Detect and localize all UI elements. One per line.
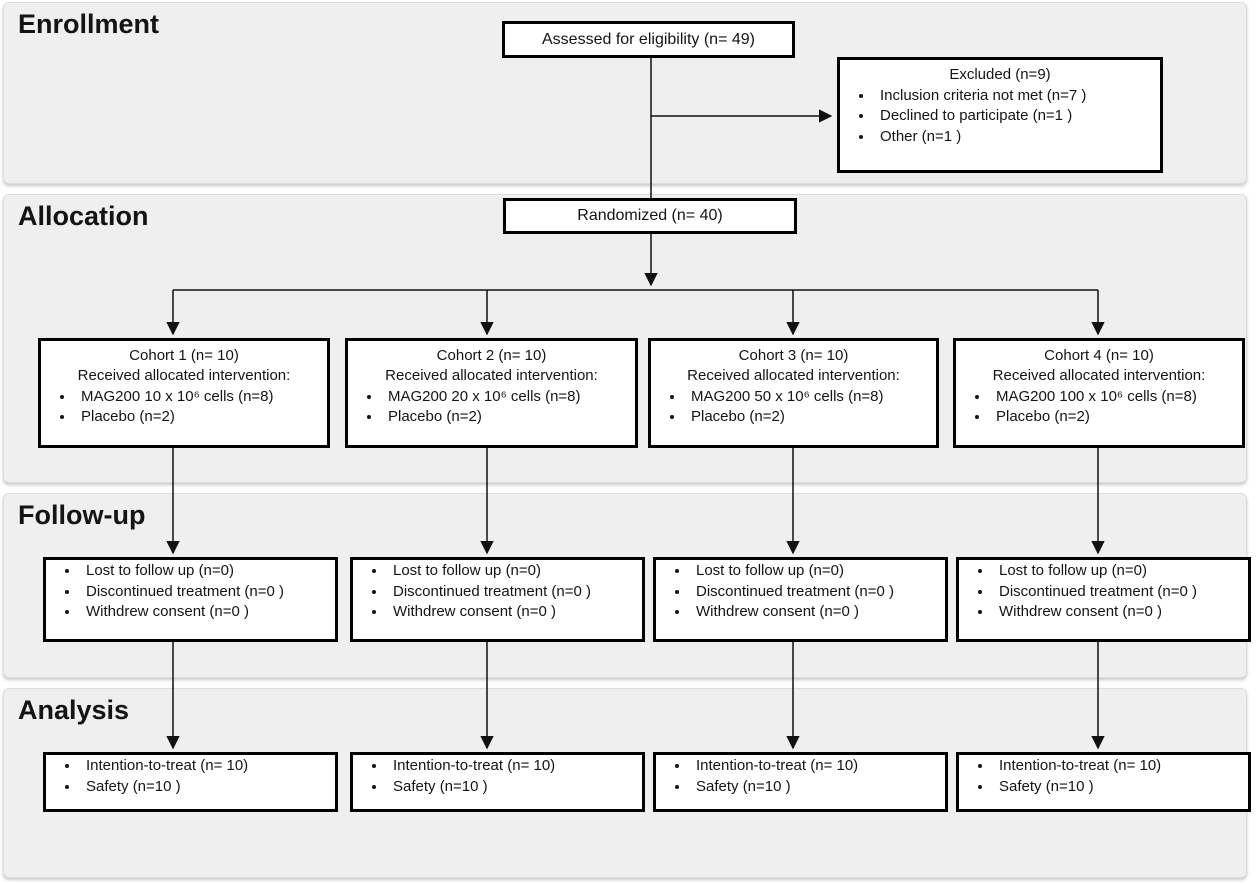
- followup-2-box: Lost to follow up (n=0) Discontinued tre…: [350, 557, 645, 642]
- followup-bullet: Lost to follow up (n=0): [80, 561, 331, 582]
- cohort-bullet: Placebo (n=2): [75, 407, 323, 428]
- followup-4-box: Lost to follow up (n=0) Discontinued tre…: [956, 557, 1251, 642]
- analysis-bullet: Intention-to-treat (n= 10): [80, 756, 331, 777]
- followup-bullet: Discontinued treatment (n=0 ): [387, 582, 638, 603]
- excluded-box: Excluded (n=9) Inclusion criteria not me…: [837, 57, 1163, 173]
- cohort-title: Cohort 1 (n= 10): [129, 347, 239, 364]
- analysis-bullet: Intention-to-treat (n= 10): [690, 756, 941, 777]
- cohort-bullet: Placebo (n=2): [685, 407, 932, 428]
- cohort-bullet-list: MAG200 100 x 10⁶ cells (n=8) Placebo (n=…: [956, 387, 1242, 428]
- cohort-subtitle: Received allocated intervention:: [385, 366, 598, 384]
- section-label-followup: Follow-up: [18, 500, 146, 530]
- followup-bullet: Discontinued treatment (n=0 ): [993, 582, 1244, 603]
- cohort-subtitle: Received allocated intervention:: [992, 366, 1206, 384]
- assessed-eligibility-box: Assessed for eligibility (n= 49): [502, 21, 795, 58]
- followup-bullet: Discontinued treatment (n=0 ): [690, 582, 941, 603]
- followup-bullet: Discontinued treatment (n=0 ): [80, 582, 331, 603]
- analysis-bullet-list: Intention-to-treat (n= 10) Safety (n=10 …: [959, 756, 1248, 797]
- analysis-1-box: Intention-to-treat (n= 10) Safety (n=10 …: [43, 752, 338, 812]
- analysis-4-box: Intention-to-treat (n= 10) Safety (n=10 …: [956, 752, 1251, 812]
- followup-bullet: Lost to follow up (n=0): [387, 561, 638, 582]
- analysis-bullet-list: Intention-to-treat (n= 10) Safety (n=10 …: [353, 756, 642, 797]
- analysis-bullet: Safety (n=10 ): [690, 777, 941, 798]
- analysis-bullet: Intention-to-treat (n= 10): [387, 756, 638, 777]
- followup-bullet: Withdrew consent (n=0 ): [80, 602, 331, 623]
- followup-3-box: Lost to follow up (n=0) Discontinued tre…: [653, 557, 948, 642]
- cohort-bullet: MAG200 100 x 10⁶ cells (n=8): [990, 387, 1238, 408]
- followup-bullet: Lost to follow up (n=0): [690, 561, 941, 582]
- assessed-eligibility-text: Assessed for eligibility (n= 49): [542, 30, 755, 48]
- analysis-bullet: Safety (n=10 ): [993, 777, 1244, 798]
- followup-bullet-list: Lost to follow up (n=0) Discontinued tre…: [46, 561, 335, 623]
- cohort-bullet: MAG200 50 x 10⁶ cells (n=8): [685, 387, 932, 408]
- followup-bullet-list: Lost to follow up (n=0) Discontinued tre…: [656, 561, 945, 623]
- cohort-bullet-list: MAG200 50 x 10⁶ cells (n=8) Placebo (n=2…: [651, 387, 936, 428]
- analysis-2-box: Intention-to-treat (n= 10) Safety (n=10 …: [350, 752, 645, 812]
- cohort-bullet: MAG200 20 x 10⁶ cells (n=8): [382, 387, 631, 408]
- excluded-bullet-list: Inclusion criteria not met (n=7 ) Declin…: [840, 86, 1160, 148]
- followup-bullet: Withdrew consent (n=0 ): [387, 602, 638, 623]
- analysis-bullet-list: Intention-to-treat (n= 10) Safety (n=10 …: [46, 756, 335, 797]
- analysis-bullet: Safety (n=10 ): [387, 777, 638, 798]
- followup-bullet: Withdrew consent (n=0 ): [690, 602, 941, 623]
- analysis-bullet-list: Intention-to-treat (n= 10) Safety (n=10 …: [656, 756, 945, 797]
- randomized-box: Randomized (n= 40): [503, 198, 797, 234]
- cohort-bullet-list: MAG200 20 x 10⁶ cells (n=8) Placebo (n=2…: [348, 387, 635, 428]
- cohort-bullet-list: MAG200 10 x 10⁶ cells (n=8) Placebo (n=2…: [41, 387, 327, 428]
- cohort-bullet: MAG200 10 x 10⁶ cells (n=8): [75, 387, 323, 408]
- excluded-title: Excluded (n=9): [949, 66, 1051, 83]
- cohort-2-box: Cohort 2 (n= 10) Received allocated inte…: [345, 338, 638, 448]
- excluded-bullet: Inclusion criteria not met (n=7 ): [874, 86, 1156, 107]
- followup-bullet: Lost to follow up (n=0): [993, 561, 1244, 582]
- cohort-title: Cohort 4 (n= 10): [1044, 347, 1154, 364]
- cohort-subtitle: Received allocated intervention:: [687, 366, 900, 384]
- section-label-allocation: Allocation: [18, 201, 149, 231]
- section-label-enrollment: Enrollment: [18, 9, 160, 39]
- analysis-bullet: Safety (n=10 ): [80, 777, 331, 798]
- excluded-bullet: Other (n=1 ): [874, 127, 1156, 148]
- cohort-title: Cohort 3 (n= 10): [738, 347, 849, 364]
- analysis-bullet: Intention-to-treat (n= 10): [993, 756, 1244, 777]
- followup-bullet-list: Lost to follow up (n=0) Discontinued tre…: [959, 561, 1248, 623]
- section-label-analysis: Analysis: [18, 695, 130, 725]
- cohort-bullet: Placebo (n=2): [990, 407, 1238, 428]
- excluded-bullet: Declined to participate (n=1 ): [874, 106, 1156, 127]
- cohort-subtitle: Received allocated intervention:: [77, 366, 291, 384]
- randomized-text: Randomized (n= 40): [577, 207, 723, 224]
- analysis-3-box: Intention-to-treat (n= 10) Safety (n=10 …: [653, 752, 948, 812]
- followup-bullet-list: Lost to follow up (n=0) Discontinued tre…: [353, 561, 642, 623]
- followup-bullet: Withdrew consent (n=0 ): [993, 602, 1244, 623]
- cohort-4-box: Cohort 4 (n= 10) Received allocated inte…: [953, 338, 1245, 448]
- cohort-bullet: Placebo (n=2): [382, 407, 631, 428]
- cohort-1-box: Cohort 1 (n= 10) Received allocated inte…: [38, 338, 330, 448]
- followup-1-box: Lost to follow up (n=0) Discontinued tre…: [43, 557, 338, 642]
- cohort-3-box: Cohort 3 (n= 10) Received allocated inte…: [648, 338, 939, 448]
- cohort-title: Cohort 2 (n= 10): [436, 347, 547, 364]
